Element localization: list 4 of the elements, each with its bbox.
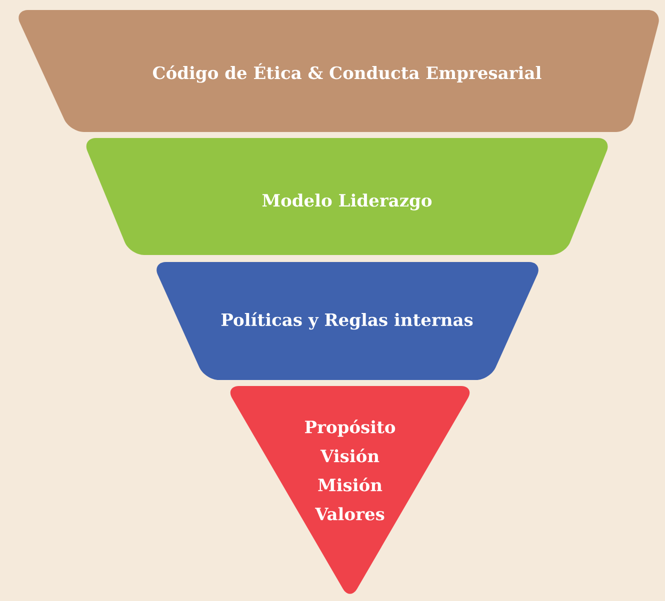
funnel-segment: Modelo Liderazgo — [86, 138, 608, 255]
funnel-segment: Propósito Visión Misión Valores — [230, 386, 470, 594]
funnel-segment: Políticas y Reglas internas — [156, 262, 538, 380]
funnel-segment: Código de Ética & Conducta Empresarial — [18, 10, 659, 132]
